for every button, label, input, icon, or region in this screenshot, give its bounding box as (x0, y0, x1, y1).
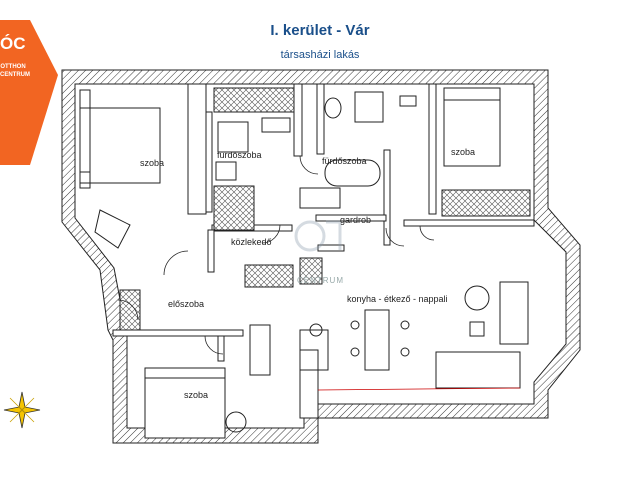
watermark-text: CENTRUM (297, 276, 344, 285)
room-label-kozlekedo: közlekedő (231, 237, 272, 247)
logo-line2: CENTRUM (0, 72, 30, 78)
room-label-szoba-1: szoba (140, 158, 165, 168)
furniture (79, 87, 529, 439)
room-label-eloszoba: előszoba (168, 299, 205, 309)
page-title: I. kerület - Vár (270, 22, 370, 39)
room-label-konyha: konyha - étkező - nappali (347, 294, 448, 304)
shafts (119, 87, 531, 331)
room-label-furdoszoba-1: fürdőszoba (217, 150, 262, 160)
logo-mark: ÓC (0, 34, 26, 53)
compass-rose-icon (2, 390, 42, 435)
room-label-szoba-2: szoba (451, 147, 476, 157)
otthon-centrum-logo-icon: ÓC OTTHON CENTRUM (0, 20, 58, 165)
room-label-gardrob: gardrob (340, 215, 372, 225)
interior-walls (112, 83, 535, 419)
logo-line1: OTTHON (0, 64, 26, 70)
room-label-szoba-3: szoba (184, 390, 209, 400)
room-label-furdoszoba-2: fürdőszoba (322, 156, 367, 166)
page-subtitle: társasházi lakás (280, 49, 360, 61)
doors (117, 155, 435, 355)
